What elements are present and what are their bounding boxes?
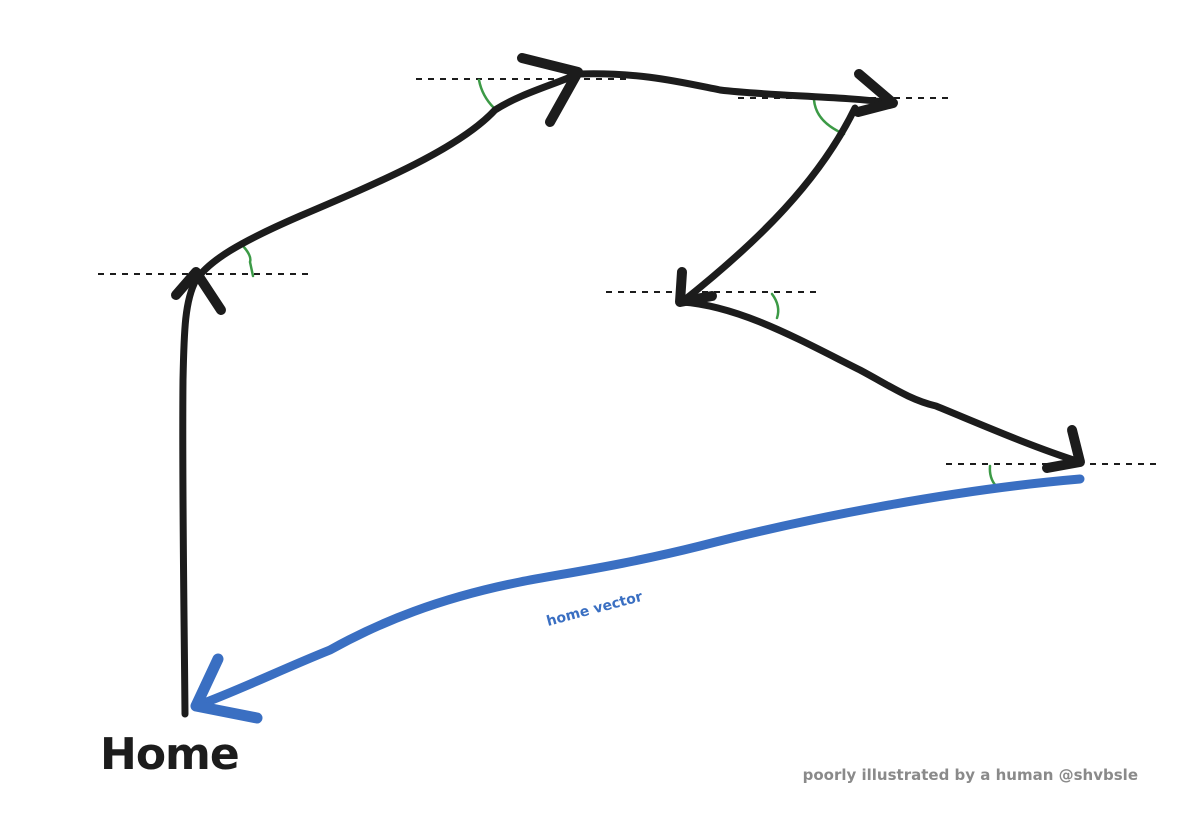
arrowhead-5	[1042, 425, 1085, 473]
path-segment-2	[192, 70, 582, 284]
path-segment-5	[678, 298, 1084, 466]
arrowhead-4	[675, 267, 717, 307]
arrowhead-3	[853, 69, 898, 117]
angle-arc-4	[770, 292, 780, 320]
arrowhead-2	[517, 53, 583, 127]
home-vector-arrowhead	[190, 653, 263, 724]
home-label: Home	[100, 729, 240, 780]
reference-lines	[98, 78, 1160, 465]
angle-arc-3	[812, 98, 846, 136]
outbound-path	[179, 70, 1084, 718]
credit-text: poorly illustrated by a human @shvbsle	[802, 766, 1138, 784]
home-vector-line	[191, 474, 1085, 711]
home-vector: home vector	[190, 474, 1085, 724]
home-vector-label: home vector	[545, 589, 645, 630]
path-segment-3	[574, 70, 897, 107]
angle-arc-5	[988, 464, 998, 488]
angle-arc-1	[241, 244, 255, 278]
path-segment-4	[678, 104, 859, 306]
path-arrowheads	[171, 53, 1085, 473]
arrowhead-1	[171, 267, 226, 315]
angle-arcs	[241, 78, 998, 488]
angle-arc-2	[477, 78, 496, 110]
path-segment-1	[179, 276, 200, 718]
